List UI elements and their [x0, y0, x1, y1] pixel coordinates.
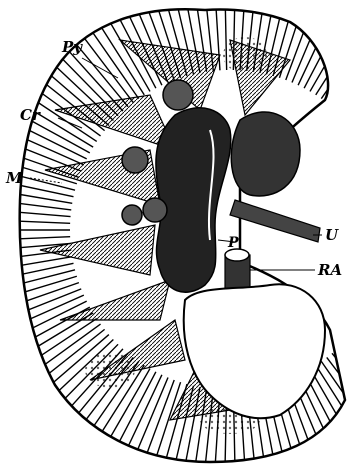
striation	[351, 60, 363, 125]
striation	[337, 37, 363, 111]
label-py: Py	[61, 38, 83, 56]
label-p: P	[227, 235, 239, 251]
striation	[347, 52, 363, 120]
striation	[347, 340, 363, 408]
striation	[355, 69, 363, 131]
label-ra: RA	[317, 261, 342, 279]
striation	[342, 44, 363, 115]
renal-sinus	[231, 112, 300, 196]
label-m: M	[5, 169, 23, 187]
striation	[332, 30, 363, 107]
label-u: U	[325, 226, 339, 244]
striation	[351, 335, 363, 400]
renal-artery	[225, 249, 250, 290]
striation	[342, 344, 363, 415]
label-cr: Cr	[20, 106, 41, 124]
ureter	[230, 200, 320, 242]
striation	[355, 329, 363, 391]
striation	[359, 324, 363, 383]
striation	[327, 23, 363, 103]
striation	[359, 77, 363, 136]
